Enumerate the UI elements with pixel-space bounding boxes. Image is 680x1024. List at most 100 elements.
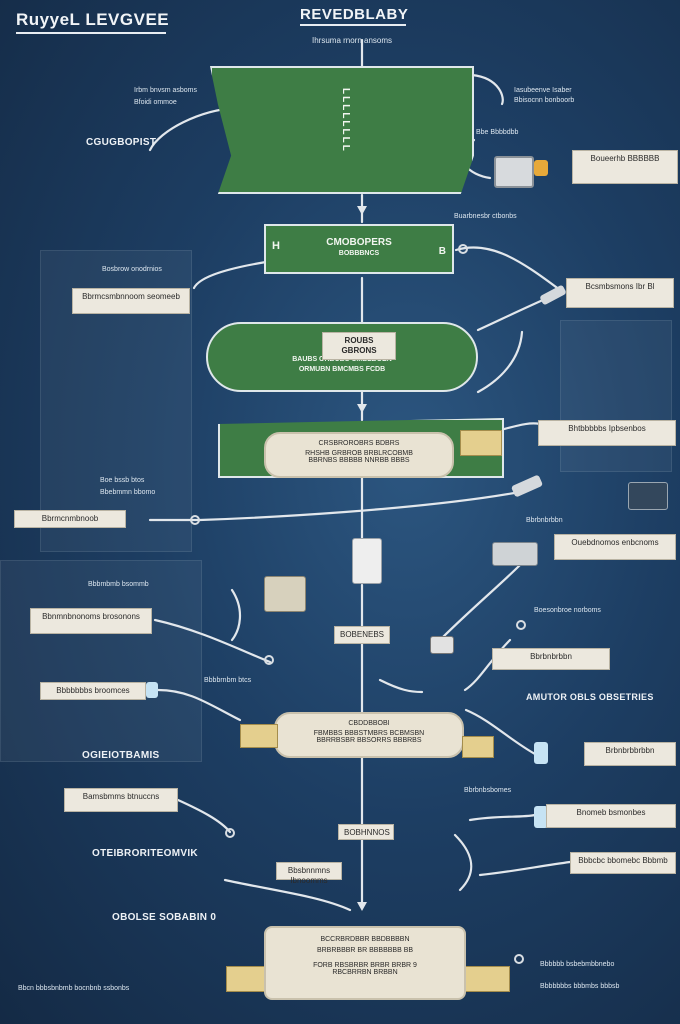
wire-right-13: [478, 860, 572, 877]
left-note-6: Bbbbrnbm btcs: [204, 677, 252, 684]
section-label-component: CGUGBOPIST: [86, 137, 157, 148]
right-box-5: Bbrbnbrbbn: [492, 648, 610, 670]
connector-ring-4: [516, 620, 526, 630]
left-box-3: Bbnmnbnonoms brosonons: [30, 608, 152, 634]
left-box-4: Bbbbbbbs broomces: [40, 682, 146, 700]
cooler-box-icon: [264, 576, 306, 612]
connector-ring-6: [514, 954, 524, 964]
right-box-7: Bnomeb bsmonbes: [546, 804, 676, 828]
wire-left-3: [148, 490, 522, 522]
bottom-left-note: Bbcn bbbsbnbmb bocnbnb ssbonbs: [18, 985, 130, 992]
relay-icon: [430, 636, 454, 654]
section-label-origins: OBOLSE SOBABIN 0: [112, 912, 217, 923]
node-6-line3: FORB RBSBRBR BRBR BRBR 9: [313, 962, 417, 969]
right-note-5: Bbrbnbrbbn: [526, 517, 563, 524]
node-components-right: B: [438, 246, 446, 257]
node-5-line2: BBRRBSBR BBSORRS BBBRBS: [316, 737, 422, 744]
node-components-title: CMOBOPERS: [326, 237, 392, 248]
wire-left-8: [223, 878, 352, 912]
wire-left-5: [230, 588, 241, 642]
left-note-box2: Boe bssb btos: [100, 477, 145, 484]
brand-underline: [16, 32, 166, 34]
node-5-ribbon-left: [240, 724, 278, 748]
left-note-5: Bbbmbmb bsommb: [88, 581, 149, 588]
left-box-6: Bbsbnnmns Ibnoomms: [276, 862, 342, 885]
title-underline: [300, 24, 406, 26]
right-note-6: Boesonbroe norboms: [534, 607, 601, 614]
node-4-line2: BBRNBS BBBBB NNRBB BBBS: [308, 457, 410, 464]
right-note-4: Buarbnesbr ctbonbs: [454, 213, 517, 220]
connector-ring-1: [458, 244, 468, 254]
left-box-1: Bbrmcsmbnnoom seomeeb: [72, 288, 190, 314]
node-5-title: CBDDBBOBI: [348, 720, 390, 727]
node-components-sub: BOBBBNCS: [338, 250, 380, 257]
right-blue-tag-2-icon: [534, 806, 548, 828]
node-3-tag: ROUBS GBRONS: [322, 332, 396, 360]
left-blue-tag-icon: [146, 682, 158, 698]
node-5[interactable]: CBDDBBOBI FBMBBS BBBSTMBRS BCBMSBN BBRRB…: [274, 712, 464, 758]
brand-title: RuyyeL LEVGVEE: [16, 10, 170, 29]
node-components-left: H: [272, 240, 280, 252]
left-note-3: Bosbrow onodrnios: [102, 266, 162, 273]
right-note-8: Bbbbbb bsbebmbbnebo: [540, 961, 615, 968]
left-note-1: Irbm bnvsm asboms: [134, 87, 198, 94]
wire-left-6: [156, 688, 242, 722]
node-6-ribbon-right: [460, 966, 510, 992]
diagram-subtitle: Ihrsuma rnorn ansoms: [312, 36, 393, 45]
node-5-ribbon-right: [462, 736, 494, 758]
camera-lens-icon: [534, 160, 548, 176]
wire-right-7: [438, 563, 522, 642]
connector-ring-3: [264, 655, 274, 665]
right-box-6: Brbnbrbbrbbn: [584, 742, 676, 766]
node-4-line1: RHSHB GRBROB BRBLRCOBMB: [305, 450, 413, 457]
wire-left-7: [176, 798, 232, 834]
mid-box: BOBENEBS: [334, 626, 390, 644]
right-box-8: Bbbcbc bbomebc Bbbmb: [570, 852, 676, 874]
left-box-2: Bbrmcnmbnoob: [14, 510, 126, 528]
switch-panel-icon: [352, 538, 382, 584]
arrow-down-3: [357, 902, 367, 911]
right-box-1: Boueerhb BBBBBB: [572, 150, 678, 184]
right-note-3: Bbe Bbbbdbb: [476, 129, 519, 136]
wire-right-8: [463, 638, 512, 692]
node-6-line2: BRBRBBBR BR BBBBBBB BB: [316, 947, 414, 954]
camera-device-icon: [494, 156, 534, 188]
section-label-operations: OGIEIOTBAMIS: [82, 750, 160, 761]
right-box-3: Bhtbbbbbs Ipbsenbos: [538, 420, 676, 446]
node-5-line1: FBMBBS BBBSTMBRS BCBMSBN: [313, 730, 425, 737]
wire-right-6: [476, 330, 524, 394]
background-floor: [0, 560, 202, 762]
node-top[interactable]: LLLLLLLL: [210, 66, 474, 194]
background-panel: [560, 320, 672, 472]
section-label-right-group: AMUTOR OBLS OBSETRIES: [526, 692, 654, 702]
right-note-7: Bbrbnbsbomes: [464, 787, 512, 794]
wire-right-5: [498, 422, 542, 432]
wire-right-11: [453, 833, 473, 892]
mid-tag: BOBHNNOS: [338, 824, 394, 840]
right-blue-tag-icon: [534, 742, 548, 764]
right-note-1: Iasubeenve Isaber: [514, 87, 572, 94]
right-box-2: Bcsmbsmons Ibr Bl: [566, 278, 674, 308]
node-components[interactable]: H B CMOBOPERS BOBBBNCS: [264, 224, 454, 274]
left-note-2: Bfoidi ommoe: [134, 99, 177, 106]
node-6-line4: RBCBRRBN BRBBN: [332, 969, 398, 976]
connector-ring-2: [190, 515, 200, 525]
wire-right-9: [378, 678, 424, 694]
node-4[interactable]: CRSBROROBRS BDBRS RHSHB GRBROB BRBLRCOBM…: [264, 432, 454, 478]
right-note-9: Bbbbbbbs bbbmbs bbbsb: [540, 983, 620, 990]
node-top-flag: LLLLLLLL: [340, 88, 351, 153]
card-module-icon: [628, 482, 668, 510]
node-3-line2: ORMUBN BMCMBS FCDB: [298, 366, 386, 373]
wire-left-4: [153, 618, 272, 664]
wire-right-3: [454, 246, 562, 292]
wire-right-1: [470, 73, 504, 106]
diagram-title: REVEDBLABY: [300, 6, 409, 23]
node-6[interactable]: BCCRBRDBBR BBDBBBBN BRBRBBBR BR BBBBBBB …: [264, 926, 466, 1000]
section-label-outbroken: OTEIBRORITEOMVIK: [92, 848, 198, 859]
node-4-title: CRSBROROBRS BDBRS: [318, 440, 400, 447]
node-3[interactable]: ROUBS GBRONS BAUBS ORBUBS CMBLBOEN ORMUB…: [206, 322, 478, 392]
node-4-ribbon: [460, 430, 502, 456]
arrow-down-1: [357, 206, 367, 215]
left-box-5: Bamsbmms btnuccns: [64, 788, 178, 812]
